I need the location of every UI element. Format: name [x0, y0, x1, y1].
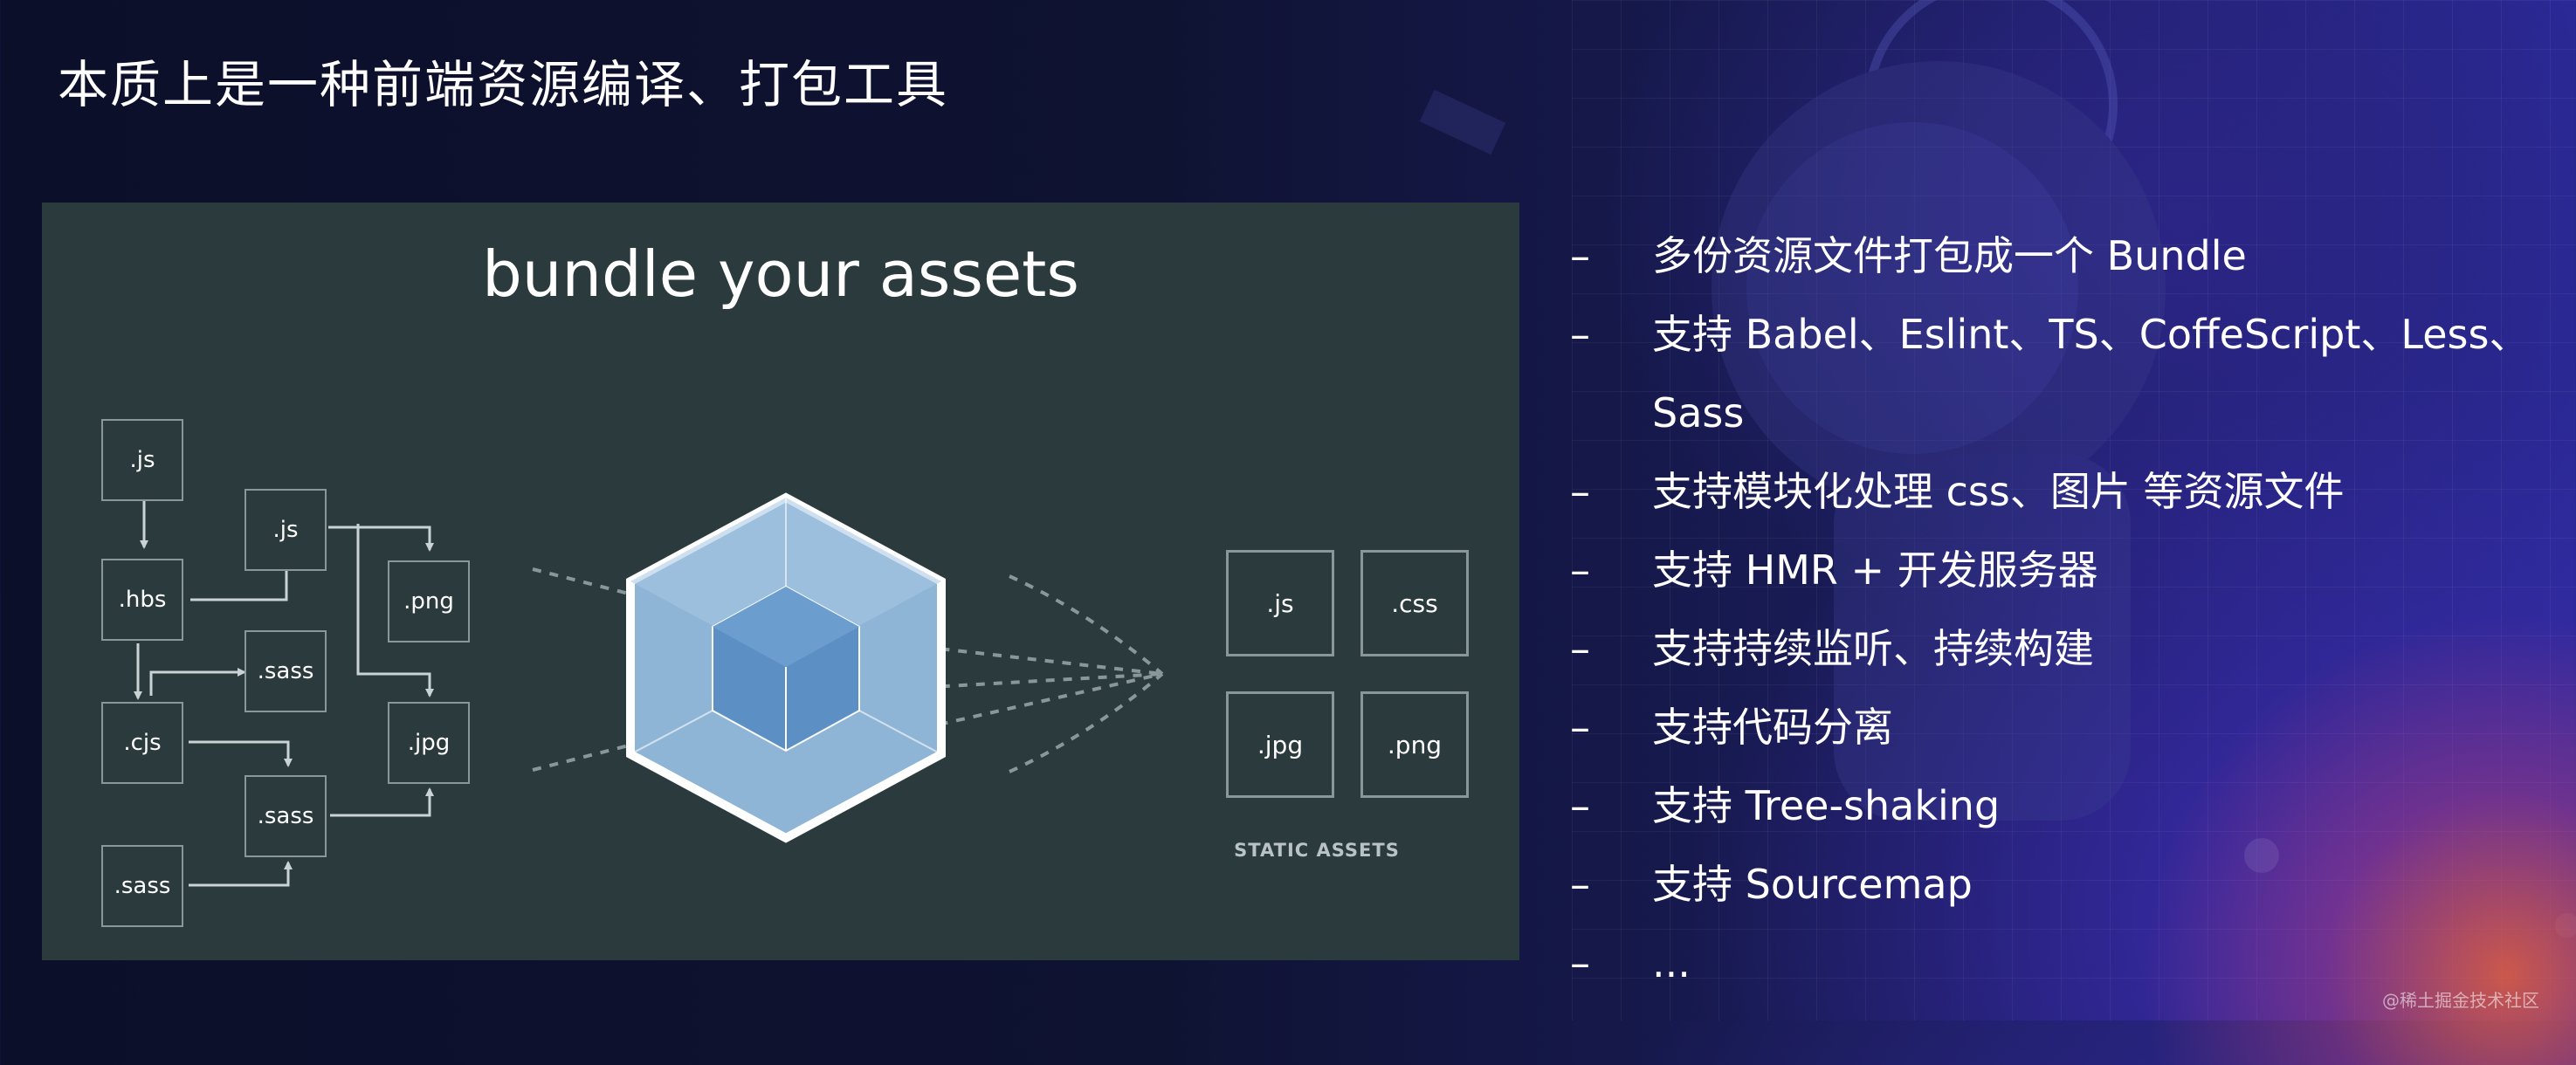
- orange-glow: [2139, 611, 2576, 1065]
- feature-text: 支持 Sourcemap: [1652, 861, 1973, 908]
- static-assets-label: STATIC ASSETS: [1234, 840, 1400, 861]
- bullet-dash: –: [1570, 468, 1590, 515]
- feature-list: – 多份资源文件打包成一个 Bundle – 支持 Babel、Eslint、TS、…: [1563, 216, 2567, 1002]
- feature-item: – 多份资源文件打包成一个 Bundle: [1563, 216, 2567, 295]
- feature-text-continuation: Sass: [1652, 389, 1745, 436]
- source-file-cjs: .cjs: [101, 702, 183, 784]
- feature-item: – 支持 HMR + 开发服务器: [1563, 531, 2567, 609]
- feature-item: – 支持 Tree-shaking: [1563, 766, 2567, 845]
- static-asset-jpg: .jpg: [1226, 691, 1334, 798]
- static-asset-png: .png: [1360, 691, 1469, 798]
- source-file-png: .png: [388, 560, 470, 642]
- feature-text: 支持 Babel、Eslint、TS、CoffeScript、Less、: [1652, 311, 2530, 358]
- feature-text: 支持 HMR + 开发服务器: [1652, 546, 2098, 594]
- diagram-heading: bundle your assets: [482, 237, 1079, 311]
- bullet-dash: –: [1570, 782, 1590, 829]
- feature-item: – 支持代码分离: [1563, 688, 2567, 766]
- bullet-dash: –: [1570, 704, 1590, 751]
- feature-text: 支持 Tree-shaking: [1652, 782, 2001, 829]
- feature-text: ...: [1652, 939, 1691, 986]
- watermark: @稀土掘金技术社区: [2382, 990, 2539, 1011]
- bullet-dash: –: [1570, 939, 1590, 986]
- astronaut-illustration: [1419, 0, 2576, 938]
- feature-item: –...: [1563, 924, 2567, 1002]
- feature-text: 支持模块化处理 css、图片 等资源文件: [1652, 468, 2345, 515]
- feature-item: – 支持 Sourcemap: [1563, 845, 2567, 924]
- source-file-hbs: .hbs: [101, 559, 183, 641]
- source-file-js-2: .js: [245, 489, 327, 571]
- source-file-js: .js: [101, 419, 183, 501]
- feature-text: 支持持续监听、持续构建: [1652, 625, 2094, 672]
- diagram-connectors: [134, 492, 1164, 887]
- bullet-dash: –: [1570, 232, 1590, 279]
- feature-text: 多份资源文件打包成一个 Bundle: [1652, 232, 2247, 279]
- source-file-sass: .sass: [245, 630, 327, 712]
- bullet-dash: –: [1570, 861, 1590, 908]
- source-file-sass-2: .sass: [245, 775, 327, 857]
- feature-item: – 支持模块化处理 css、图片 等资源文件: [1563, 452, 2567, 531]
- webpack-cube: [626, 492, 946, 843]
- feature-item: – 支持 Babel、Eslint、TS、CoffeScript、Less、 Sas…: [1563, 295, 2567, 452]
- feature-text: 支持代码分离: [1652, 704, 1893, 751]
- bullet-dash: –: [1570, 546, 1590, 594]
- bullet-dash: –: [1570, 625, 1590, 672]
- static-asset-js: .js: [1226, 550, 1334, 656]
- feature-item: – 支持持续监听、持续构建: [1563, 609, 2567, 688]
- source-file-sass-3: .sass: [101, 845, 183, 927]
- diagram-panel: bundle your assets: [42, 203, 1519, 960]
- bullet-dash: –: [1570, 311, 1590, 358]
- static-asset-css: .css: [1360, 550, 1469, 656]
- source-file-jpg: .jpg: [388, 702, 470, 784]
- page-title: 本质上是一种前端资源编译、打包工具: [58, 55, 949, 114]
